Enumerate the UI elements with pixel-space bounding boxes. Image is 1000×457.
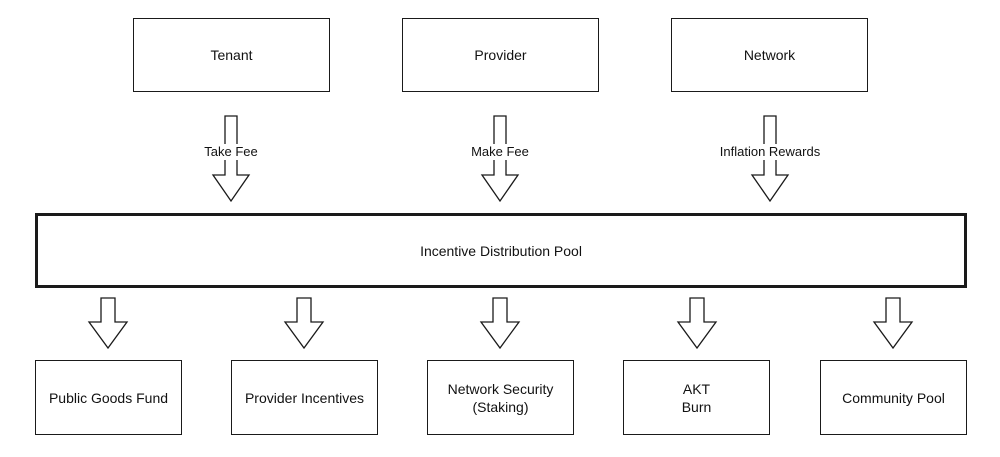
down-arrow-public-goods (87, 297, 129, 350)
dest-box-community-pool: Community Pool (820, 360, 967, 435)
dest-box-network-security: Network Security (Staking) (427, 360, 574, 435)
source-box-provider: Provider (402, 18, 599, 92)
source-box-tenant: Tenant (133, 18, 330, 92)
dest-box-public-goods-fund: Public Goods Fund (35, 360, 182, 435)
flow-label-make-fee: Make Fee (470, 144, 530, 160)
source-box-network: Network (671, 18, 868, 92)
down-arrow-community-pool (872, 297, 914, 350)
dest-label-line-1: Network Security (447, 380, 554, 397)
flow-label-inflation-rewards: Inflation Rewards (718, 144, 822, 160)
incentive-distribution-pool: Incentive Distribution Pool (35, 213, 967, 288)
dest-box-akt-burn: AKT Burn (623, 360, 770, 435)
source-label: Tenant (210, 47, 253, 63)
dest-label-line-2: (Staking) (472, 398, 529, 415)
dest-label: Community Pool (842, 389, 945, 406)
down-arrow-provider-incentives (283, 297, 325, 350)
dest-label-line-2: Burn (681, 398, 712, 415)
down-arrow-network-security (479, 297, 521, 350)
pool-label: Incentive Distribution Pool (420, 242, 582, 259)
flow-label-take-fee: Take Fee (203, 144, 259, 160)
dest-label: Provider Incentives (244, 389, 365, 406)
dest-box-provider-incentives: Provider Incentives (231, 360, 378, 435)
source-label: Network (743, 47, 796, 63)
down-arrow-akt-burn (676, 297, 718, 350)
source-label: Provider (474, 47, 527, 63)
dest-label: Public Goods Fund (48, 389, 169, 406)
dest-label-line-1: AKT (682, 380, 711, 397)
